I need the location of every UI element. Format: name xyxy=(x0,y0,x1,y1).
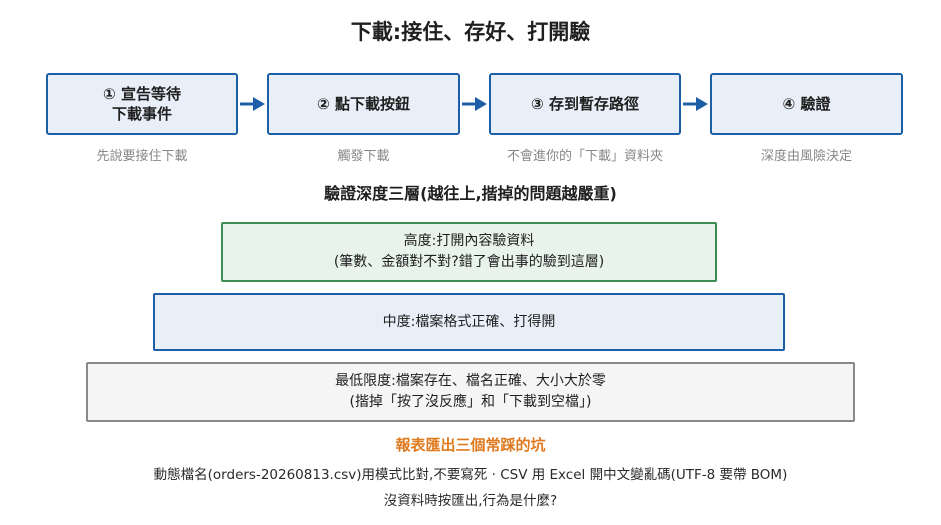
diagram-title: 下載:接住、存好、打開驗 xyxy=(350,20,591,44)
step-4-caption: 深度由風險決定 xyxy=(760,149,852,164)
step-2-label: ② 點下載按鈕 xyxy=(317,95,410,113)
step-4-box: ④ 驗證 xyxy=(710,73,903,135)
arrow-right-icon xyxy=(240,97,265,111)
arrow-right-icon xyxy=(683,97,708,111)
step-1-label-line2: 下載事件 xyxy=(111,105,172,123)
layer-low: 最低限度:檔案存在、檔名正確、大小大於零 (揩掉「按了沒反應」和「下載到空檔」) xyxy=(86,362,855,422)
arrow-right-icon xyxy=(462,97,487,111)
layer-low-line2: (揩掉「按了沒反應」和「下載到空檔」) xyxy=(349,394,592,410)
step-4-label: ④ 驗證 xyxy=(782,95,831,113)
layer-high-line2: (筆數、金額對不對?錯了會出事的驗到這層) xyxy=(333,254,605,270)
layer-mid: 中度:檔案格式正確、打得開 xyxy=(153,293,785,351)
layer-mid-line1: 中度:檔案格式正確、打得開 xyxy=(382,313,556,330)
step-3-box: ③ 存到暫存路徑 xyxy=(489,73,681,135)
step-2-box: ② 點下載按鈕 xyxy=(267,73,460,135)
pitfalls-title: 報表匯出三個常踩的坑 xyxy=(395,436,546,454)
step-1-box: ① 宣告等待 下載事件 xyxy=(46,73,238,135)
step-2-caption: 觸發下載 xyxy=(337,149,390,164)
step-1-label-line1: ① 宣告等待 xyxy=(103,85,181,103)
pitfalls-line-2: 沒資料時按匯出,行為是什麼? xyxy=(383,493,558,509)
pitfalls-line-1: 動態檔名(orders-20260813.csv)用模式比對,不要寫死 · CS… xyxy=(153,467,788,483)
step-1-caption: 先說要接住下載 xyxy=(96,149,188,164)
step-3-label: ③ 存到暫存路徑 xyxy=(531,95,639,113)
layer-high-line1: 高度:打開內容驗資料 xyxy=(403,233,535,249)
step-3-caption: 不會進你的「下載」資料夾 xyxy=(506,149,663,164)
layer-low-line1: 最低限度:檔案存在、檔名正確、大小大於零 xyxy=(335,373,606,389)
layers-title: 驗證深度三層(越往上,揩掉的問題越嚴重) xyxy=(324,184,617,203)
layer-high: 高度:打開內容驗資料 (筆數、金額對不對?錯了會出事的驗到這層) xyxy=(221,222,717,282)
